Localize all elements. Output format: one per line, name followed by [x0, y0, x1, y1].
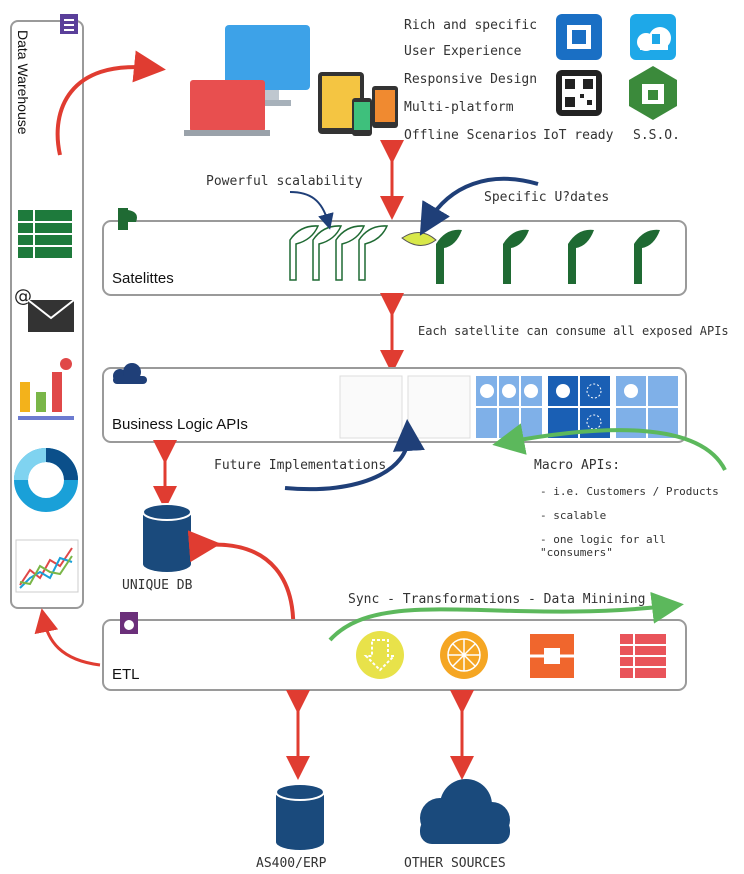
unique-db-label: UNIQUE DB — [122, 578, 193, 593]
bar-chart-icon — [18, 358, 74, 420]
yellow-leaf-icon — [401, 229, 462, 284]
macro-apis-arrow — [492, 423, 727, 471]
network-sphere-icon — [440, 631, 488, 679]
leaf-icon-1 — [503, 229, 529, 284]
business-logic-label: Business Logic APIs — [112, 416, 248, 433]
svg-text:@: @ — [14, 286, 32, 307]
empty-api-slot-2 — [407, 375, 471, 439]
feature-offline: Offline Scenarios — [404, 128, 538, 143]
unique-db-icon — [142, 503, 192, 572]
future-note: Future Implementations — [214, 458, 387, 473]
qr-code-icon — [556, 70, 602, 116]
scalability-arrow — [289, 191, 334, 230]
other-sources-label: OTHER SOURCES — [404, 856, 506, 871]
merge-icon — [530, 634, 574, 678]
iot-ready-label: IoT ready — [543, 128, 614, 143]
etl-label: ETL — [112, 666, 140, 683]
feature-multiplatform: Multi-platform — [404, 100, 514, 115]
etl-gear-icon — [120, 612, 138, 634]
data-warehouse-title: Data Warehouse — [15, 30, 31, 135]
updates-arrow — [419, 176, 539, 236]
etl-to-sidebar-arrow — [34, 608, 101, 667]
leaf-icon-3 — [634, 229, 660, 284]
scalable-leaves-icon — [289, 225, 389, 281]
leaf-icon-2 — [568, 229, 594, 284]
erp-db-icon — [275, 783, 325, 850]
macro-api-item-1: - i.e. Customers / Products — [540, 485, 719, 498]
scalability-note: Powerful scalability — [206, 174, 363, 189]
feature-user-experience: User Experience — [404, 44, 522, 59]
satellites-box — [102, 220, 687, 296]
future-implementations-arrow — [284, 419, 425, 492]
sso-label: S.S.O. — [633, 128, 680, 143]
spreadsheet-icon — [18, 210, 72, 258]
api-tiles-grid — [476, 376, 678, 438]
satellite-small-icon — [118, 208, 137, 230]
cpu-chip-icon — [556, 14, 602, 60]
cloud-lock-icon — [630, 14, 676, 60]
sync-note: Sync - Transformations - Data Minining — [348, 592, 646, 607]
email-icon: @ — [14, 286, 75, 332]
satellites-label: Satelittes — [112, 270, 174, 287]
table-data-icon — [620, 634, 666, 678]
erp-label: AS400/ERP — [256, 856, 327, 871]
devices-icon — [184, 25, 398, 136]
sso-lock-icon — [629, 66, 677, 120]
sidebar-to-devices-arrow — [55, 50, 166, 156]
macro-api-item-2: - scalable — [540, 509, 607, 522]
line-chart-icon — [15, 539, 79, 593]
empty-api-slot-1 — [339, 375, 403, 439]
cloud-small-icon — [113, 363, 147, 384]
transform-icon — [356, 631, 404, 679]
updates-note: Specific U?dates — [484, 190, 610, 205]
feature-responsive: Responsive Design — [404, 72, 538, 87]
donut-chart-icon — [14, 448, 78, 512]
macro-api-item-3: - one logic for all "consumers" — [540, 533, 666, 559]
database-table-icon — [60, 14, 78, 34]
sync-arrow — [328, 591, 684, 642]
feature-rich: Rich and specific — [404, 18, 538, 33]
macro-apis-title: Macro APIs: — [534, 458, 621, 473]
other-sources-cloud-icon — [420, 779, 510, 844]
consume-note: Each satellite can consume all exposed A… — [418, 324, 729, 338]
